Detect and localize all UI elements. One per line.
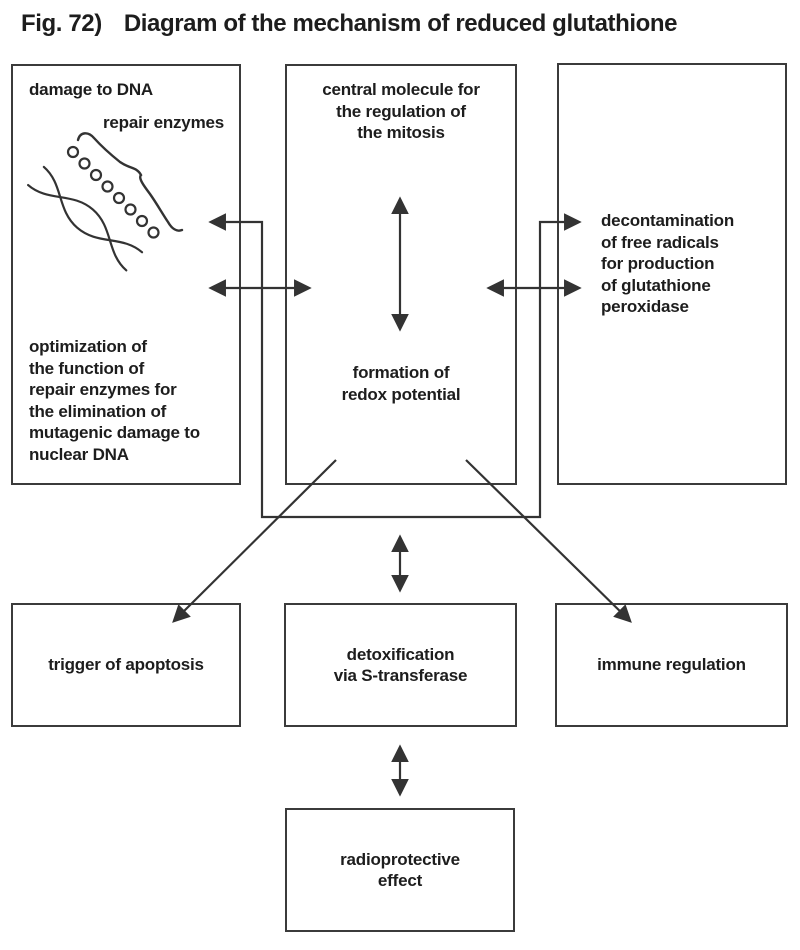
node-decontamination: decontamination of free radicals for pro… xyxy=(557,63,787,485)
redox-potential-label: formation of redox potential xyxy=(341,363,461,404)
immune-regulation-label: immune regulation xyxy=(597,655,746,675)
damage-to-dna-label: damage to DNA xyxy=(29,80,153,99)
decontamination-label: decontamination of free radicals for pro… xyxy=(601,211,735,316)
repair-enzymes-label: repair enzymes xyxy=(103,113,224,132)
figure-title: Fig. 72) Diagram of the mechanism of redu… xyxy=(21,10,678,38)
node-immune-regulation: immune regulation xyxy=(555,603,788,727)
node-damage-to-dna: damage to DNA repair enzymes optimizatio… xyxy=(11,64,241,485)
node-radioprotective-effect: radioprotective effect xyxy=(285,808,515,932)
node-central-molecule: central molecule for the regulation of t… xyxy=(285,64,517,485)
trigger-of-apoptosis-label: trigger of apoptosis xyxy=(48,655,204,675)
node-trigger-of-apoptosis: trigger of apoptosis xyxy=(11,603,241,727)
figure-caption: Diagram of the mechanism of reduced glut… xyxy=(123,10,678,37)
central-molecule-label: central molecule for the regulation of t… xyxy=(322,80,480,142)
radioprotective-effect-label: radioprotective effect xyxy=(340,849,460,891)
detoxification-label: detoxification via S-transferase xyxy=(333,644,468,686)
node-detoxification: detoxification via S-transferase xyxy=(284,603,517,727)
figure-number: Fig. 72) xyxy=(21,10,102,37)
optimization-text: optimization of the function of repair e… xyxy=(29,337,200,464)
